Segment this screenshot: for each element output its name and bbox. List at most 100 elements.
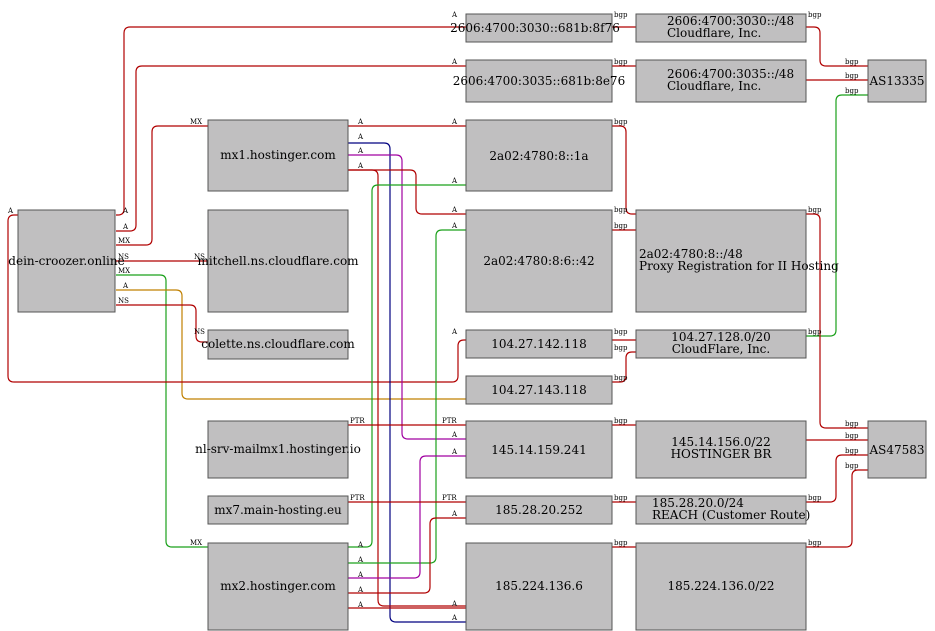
edge-mx1-ip4e-navy bbox=[348, 142, 466, 623]
node-pfx1-line2: Cloudflare, Inc. bbox=[667, 26, 761, 40]
label-bgp: bgp bbox=[845, 462, 859, 470]
label-a: A bbox=[357, 133, 364, 141]
label-bgp: bgp bbox=[614, 417, 628, 425]
node-pfx6-line2: REACH (Customer Route) bbox=[652, 508, 810, 522]
node-pfx4-line1: 104.27.128.0/20 bbox=[671, 330, 770, 344]
node-pfx4: 104.27.128.0/20 CloudFlare, Inc. bbox=[635, 329, 807, 359]
label-bgp: bgp bbox=[614, 118, 628, 126]
label-bgp: bgp bbox=[614, 539, 628, 547]
node-as2: AS47583 bbox=[867, 420, 927, 479]
node-pfx3-line1: 2a02:4780:8::/48 bbox=[639, 247, 743, 261]
node-as2-label: AS47583 bbox=[868, 443, 924, 457]
node-mitchell: mitchell.ns.cloudflare.com bbox=[197, 209, 359, 313]
label-bgp: bgp bbox=[808, 539, 822, 547]
label-bgp: bgp bbox=[845, 432, 859, 440]
node-pfx6-line1: 185.28.20.0/24 bbox=[652, 496, 744, 510]
label-a: A bbox=[357, 556, 364, 564]
label-bgp: bgp bbox=[845, 87, 859, 95]
node-mx1-label: mx1.hostinger.com bbox=[220, 148, 336, 162]
node-mx7-label: mx7.main-hosting.eu bbox=[214, 503, 342, 517]
node-ip4e-label: 185.224.136.6 bbox=[495, 579, 583, 593]
node-pfx5: 145.14.156.0/22 HOSTINGER BR bbox=[635, 420, 807, 479]
edge-domain-ip4a bbox=[7, 214, 466, 383]
label-ptr: PTR bbox=[442, 494, 457, 502]
label-a: A bbox=[451, 118, 458, 126]
node-pfx4-line2: CloudFlare, Inc. bbox=[672, 342, 770, 356]
label-bgp: bgp bbox=[614, 222, 628, 230]
label-mx: MX bbox=[118, 267, 130, 275]
node-ip4d: 185.28.20.252 bbox=[465, 495, 613, 525]
label-bgp: bgp bbox=[808, 328, 822, 336]
label-bgp: bgp bbox=[614, 328, 628, 336]
label-a: A bbox=[451, 431, 458, 439]
edge-mx2-ip6d bbox=[348, 229, 466, 564]
edges bbox=[7, 26, 868, 623]
label-ns: NS bbox=[194, 253, 205, 261]
edge-labels: A A A A A MX NS MX A NS MX NS NS MX A A … bbox=[7, 11, 859, 622]
node-pfx1: 2606:4700:3030::/48 Cloudflare, Inc. bbox=[635, 13, 807, 43]
node-ip6c-label: 2a02:4780:8::1a bbox=[489, 149, 588, 163]
label-ptr: PTR bbox=[350, 494, 365, 502]
node-domain: dein-croozer.online bbox=[8, 209, 125, 313]
label-a: A bbox=[357, 118, 364, 126]
label-a: A bbox=[451, 614, 458, 622]
node-pfx6: 185.28.20.0/24 REACH (Customer Route) bbox=[635, 495, 810, 525]
label-a: A bbox=[451, 600, 458, 608]
node-pfx2-line1: 2606:4700:3035::/48 bbox=[667, 67, 794, 81]
node-ip4b-label: 104.27.143.118 bbox=[491, 383, 586, 397]
label-a: A bbox=[122, 282, 129, 290]
node-ip6b: 2606:4700:3035::681b:8e76 bbox=[453, 59, 625, 103]
label-bgp: bgp bbox=[808, 206, 822, 214]
node-ip4a: 104.27.142.118 bbox=[465, 329, 613, 359]
edge-domain-mx1 bbox=[116, 125, 208, 246]
node-pfx3: 2a02:4780:8::/48 Proxy Registration for … bbox=[635, 209, 839, 313]
node-ip6c: 2a02:4780:8::1a bbox=[465, 119, 613, 192]
label-ptr: PTR bbox=[350, 417, 365, 425]
node-pfx3-line2: Proxy Registration for II Hosting bbox=[639, 259, 839, 273]
label-a: A bbox=[451, 58, 458, 66]
node-pfx7-label: 185.224.136.0/22 bbox=[667, 579, 774, 593]
node-mitchell-label: mitchell.ns.cloudflare.com bbox=[197, 254, 359, 268]
label-a: A bbox=[357, 601, 364, 609]
label-a: A bbox=[451, 11, 458, 19]
label-a: A bbox=[357, 541, 364, 549]
label-a: A bbox=[451, 328, 458, 336]
node-ip4c: 145.14.159.241 bbox=[465, 420, 613, 479]
node-nlsrv: nl-srv-mailmx1.hostinger.io bbox=[195, 420, 361, 479]
node-pfx5-line2: HOSTINGER BR bbox=[671, 447, 773, 461]
node-colette-label: colette.ns.cloudflare.com bbox=[201, 337, 355, 351]
node-nlsrv-label: nl-srv-mailmx1.hostinger.io bbox=[195, 442, 361, 456]
edge-pfx1-as1 bbox=[806, 26, 868, 67]
nodes: dein-croozer.online mx1.hostinger.com mi… bbox=[8, 13, 927, 631]
node-mx7: mx7.main-hosting.eu bbox=[207, 495, 349, 525]
node-mx2-label: mx2.hostinger.com bbox=[220, 579, 336, 593]
node-ip6d: 2a02:4780:8:6::42 bbox=[465, 209, 613, 313]
label-a: A bbox=[451, 177, 458, 185]
label-a: A bbox=[451, 448, 458, 456]
label-a: A bbox=[122, 207, 129, 215]
edge-pfx3-as2 bbox=[806, 213, 868, 429]
label-bgp: bgp bbox=[808, 494, 822, 502]
label-mx: MX bbox=[118, 237, 130, 245]
node-ip6b-label: 2606:4700:3035::681b:8e76 bbox=[453, 74, 625, 88]
node-pfx5-line1: 145.14.156.0/22 bbox=[671, 435, 770, 449]
node-mx2: mx2.hostinger.com bbox=[207, 542, 349, 631]
label-bgp: bgp bbox=[845, 58, 859, 66]
node-ip4a-label: 104.27.142.118 bbox=[491, 337, 586, 351]
label-bgp: bgp bbox=[614, 494, 628, 502]
node-ip6a: 2606:4700:3030::681b:8f76 bbox=[450, 13, 620, 43]
label-a: A bbox=[451, 206, 458, 214]
edge-mx2-ip4d bbox=[348, 517, 466, 594]
edge-domain-mx2 bbox=[116, 274, 208, 548]
edge-pfx7-as2 bbox=[806, 469, 868, 548]
label-bgp: bgp bbox=[845, 447, 859, 455]
label-bgp: bgp bbox=[845, 420, 859, 428]
node-as1: AS13335 bbox=[867, 59, 927, 103]
edge-mx1-ip6d bbox=[348, 169, 466, 215]
label-bgp: bgp bbox=[808, 11, 822, 19]
label-a: A bbox=[122, 223, 129, 231]
edge-mx1-ip4c bbox=[348, 154, 466, 440]
node-pfx2-line2: Cloudflare, Inc. bbox=[667, 79, 761, 93]
edge-pfx6-as2 bbox=[806, 454, 868, 503]
